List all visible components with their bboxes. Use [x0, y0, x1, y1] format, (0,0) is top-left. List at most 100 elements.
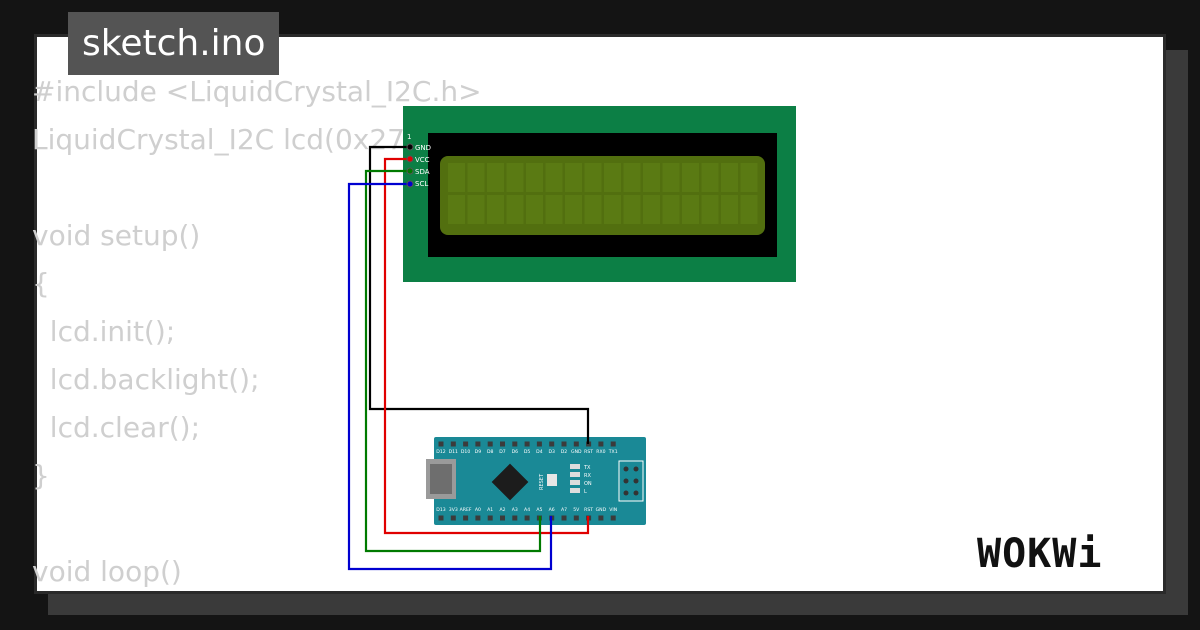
nano-pin-label: A2 — [499, 507, 505, 513]
nano-pin-label: AREF — [460, 507, 472, 513]
lcd-cell — [721, 195, 738, 224]
lcd-cell — [545, 195, 563, 224]
nano-pin-label: A5 — [536, 507, 542, 513]
lcd-cell — [467, 163, 485, 192]
file-name-tag: sketch.ino — [68, 12, 280, 75]
lcd-cell — [506, 163, 524, 192]
code-line: void loop() — [32, 555, 182, 588]
lcd-cell — [467, 195, 485, 224]
lcd-cell — [623, 195, 641, 224]
nano-pin[interactable] — [450, 515, 456, 521]
nano-pin-label: D12 — [436, 449, 445, 455]
nano-pin-label: TX1 — [608, 449, 618, 455]
lcd-scl-pin — [406, 180, 414, 188]
nano-pin[interactable] — [500, 441, 505, 447]
nano-pin[interactable] — [610, 515, 616, 521]
l-led — [570, 488, 580, 493]
mcu-chip — [491, 463, 529, 501]
code-line: void setup() — [32, 219, 201, 252]
nano-pin-label: D13 — [436, 507, 445, 513]
code-line: } — [32, 459, 50, 492]
lcd-cell — [643, 195, 660, 224]
lcd-module[interactable]: 1 GND VCC SDA SCL — [403, 106, 796, 282]
nano-pin[interactable] — [524, 441, 530, 447]
nano-pin-label: A3 — [512, 507, 518, 513]
reset-label: RESET — [539, 473, 545, 490]
nano-pin[interactable] — [463, 515, 469, 521]
nano-pin[interactable] — [536, 441, 542, 447]
lcd-cell — [506, 195, 524, 224]
lcd-cell — [701, 195, 719, 224]
icsp-pins — [623, 466, 639, 496]
nano-pin[interactable] — [598, 441, 604, 447]
nano-pin-label: A7 — [561, 507, 567, 513]
nano-pin[interactable] — [573, 441, 579, 447]
icsp-pin — [633, 478, 639, 484]
nano-pin[interactable] — [610, 441, 616, 447]
nano-pin[interactable] — [463, 441, 469, 447]
nano-pin[interactable] — [487, 441, 493, 447]
nano-pin-label: RST — [584, 507, 593, 513]
nano-pin-label: GND — [596, 507, 607, 513]
lcd-gnd-pin — [406, 143, 414, 151]
lcd-cell — [623, 163, 641, 192]
lcd-pin-header: 1 — [407, 133, 411, 141]
usb-port — [430, 464, 452, 494]
lcd-sda-pin — [406, 167, 414, 175]
lcd-cell — [740, 195, 758, 224]
icsp-pin — [633, 490, 639, 496]
nano-pin-label: 3V3 — [449, 507, 458, 513]
lcd-vcc-pin — [406, 155, 414, 163]
lcd-cell — [643, 163, 660, 192]
on-led-label: ON — [584, 481, 592, 487]
nano-pin-label: A6 — [549, 507, 555, 513]
nano-pin[interactable] — [512, 441, 518, 447]
gnd-wire[interactable] — [368, 145, 590, 444]
nano-pin-label: D10 — [461, 449, 470, 455]
lcd-cell — [545, 163, 563, 192]
nano-pin[interactable] — [487, 515, 493, 521]
lcd-cell — [682, 195, 699, 224]
lcd-cell — [448, 195, 465, 224]
nano-pin-label: A1 — [487, 507, 493, 513]
nano-pin[interactable] — [438, 515, 444, 521]
code-line: #include <LiquidCrystal_I2C.h> — [32, 75, 482, 108]
nano-pin[interactable] — [512, 515, 518, 521]
nano-pin[interactable] — [475, 515, 481, 521]
lcd-pin-vcc: VCC — [415, 156, 430, 164]
lcd-cell — [526, 195, 543, 224]
nano-pin-label: D9 — [475, 449, 482, 455]
lcd-pin-sda: SDA — [415, 168, 430, 176]
nano-pin-label: A0 — [475, 507, 481, 513]
nano-pin[interactable] — [573, 515, 579, 521]
code-line: { — [32, 267, 50, 300]
lcd-pin-gnd: GND — [415, 144, 431, 152]
nano-pin[interactable] — [438, 441, 444, 447]
reset-button — [547, 474, 557, 486]
nano-pin[interactable] — [549, 441, 555, 447]
lcd-cell — [584, 195, 602, 224]
nano-pin[interactable] — [475, 441, 481, 447]
nano-pin[interactable] — [450, 441, 456, 447]
lcd-cell — [662, 163, 680, 192]
sda-wire[interactable] — [364, 169, 542, 553]
lcd-cell — [487, 195, 504, 224]
nano-pin-label: GND — [571, 449, 582, 455]
scl-wire[interactable] — [347, 182, 553, 571]
wokwi-wordmark: WOKWi — [977, 531, 1102, 575]
l-led-label: L — [584, 489, 587, 495]
lcd-cell — [740, 163, 758, 192]
nano-pin[interactable] — [561, 441, 567, 447]
nano-pin[interactable] — [500, 515, 505, 521]
vcc-wire[interactable] — [383, 157, 590, 535]
tx-led-label: TX — [583, 465, 591, 471]
nano-pin[interactable] — [598, 515, 604, 521]
nano-pin-label: D8 — [487, 449, 494, 455]
code-line: lcd.clear(); — [32, 411, 200, 444]
nano-pin-label: A4 — [524, 507, 530, 513]
nano-pin[interactable] — [561, 515, 567, 521]
nano-pin[interactable] — [524, 515, 530, 521]
